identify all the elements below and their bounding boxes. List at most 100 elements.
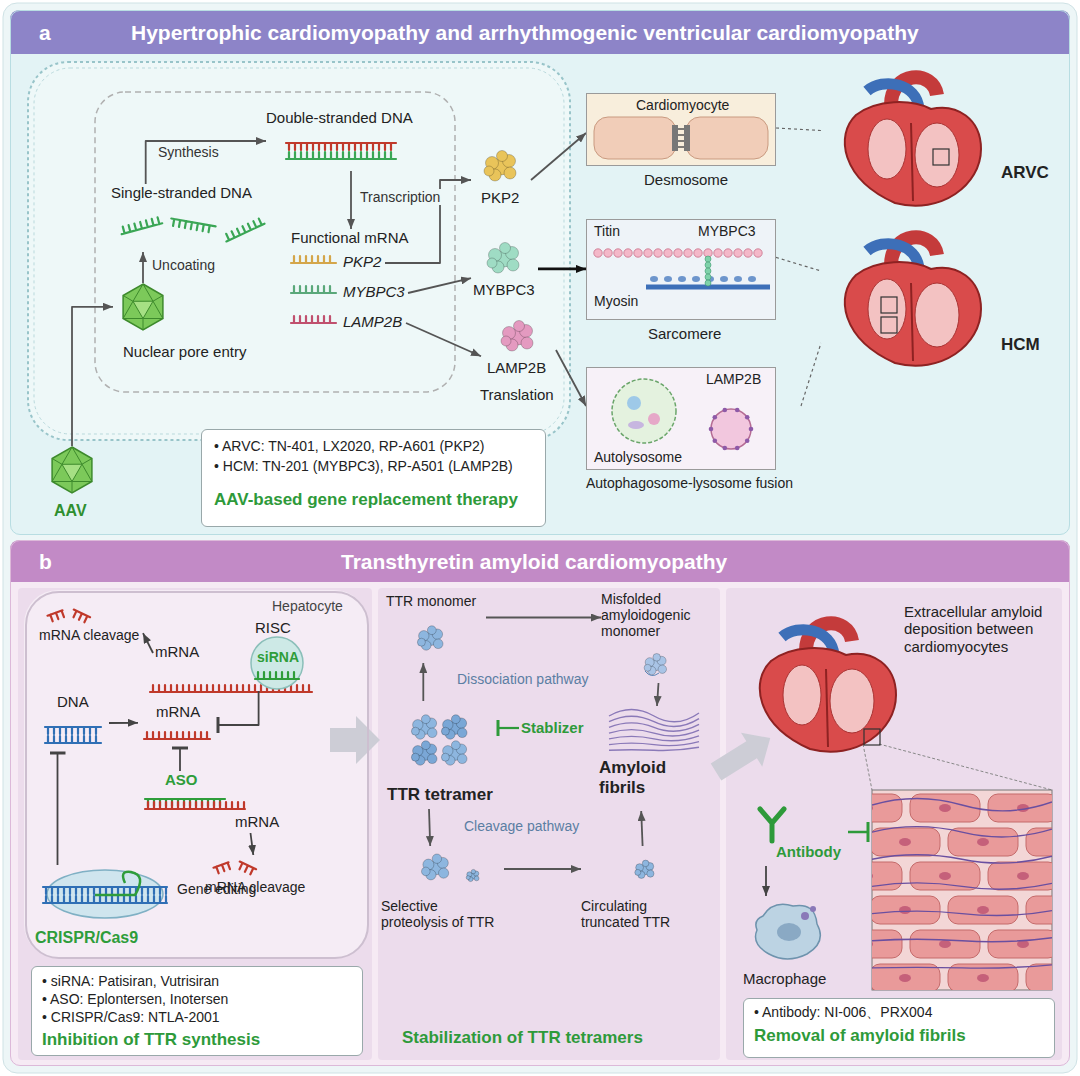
illustration-shape <box>933 149 949 165</box>
illustration-shape <box>223 217 264 241</box>
illustration-shape <box>744 249 752 257</box>
drug-label: Stablizer <box>519 717 594 739</box>
cleavage-node: mRNA cleavage <box>37 601 143 649</box>
illustration-shape <box>439 868 449 878</box>
node-text: PKP2 <box>481 189 519 206</box>
illustration-shape <box>432 854 441 863</box>
panel-b-ground <box>10 540 1070 1066</box>
cell-membrane <box>34 68 564 434</box>
illustration-shape <box>609 742 699 746</box>
dna-label: DNA <box>37 693 109 753</box>
illustration-shape <box>826 669 828 747</box>
illustration-shape <box>52 447 92 493</box>
illustration-shape <box>52 447 92 493</box>
node-text: ASO <box>165 771 198 788</box>
illustration-shape <box>872 930 902 958</box>
inhibition-connector <box>179 748 181 771</box>
illustration-shape <box>497 151 508 162</box>
illustration-shape <box>777 923 801 941</box>
arrow-connector <box>406 323 481 356</box>
flow-arrow <box>330 716 380 764</box>
illustration-shape <box>760 623 896 751</box>
node-text: mRNA <box>156 703 200 720</box>
illustration-shape <box>872 965 1052 968</box>
structure-box: CardiomyocyteDesmosome <box>586 93 776 193</box>
arrow-connector <box>142 252 144 283</box>
node-text: Selective proteolysis of TTR <box>381 898 501 930</box>
edge-label: Synthesis <box>156 144 221 160</box>
illustration-shape <box>653 654 661 662</box>
illustration-shape <box>734 276 742 282</box>
arrow-connector <box>556 350 586 406</box>
illustration-shape <box>484 166 494 176</box>
node-text: mRNA <box>235 813 279 830</box>
illustration-shape <box>734 249 742 257</box>
panel-a-ground <box>10 10 1070 535</box>
node-text: • ASO: Eplontersen, Inotersen <box>42 991 228 1007</box>
node-text: Myosin <box>594 293 638 309</box>
illustration-shape <box>501 336 511 346</box>
arrow-connector <box>251 833 254 855</box>
node-text: Stablizer <box>521 719 584 736</box>
illustration-shape <box>237 862 256 876</box>
illustration-shape <box>47 610 64 622</box>
therapy-box: • Antibody: NI-006、PRX004Removal of amyl… <box>743 998 1055 1058</box>
node-text: • siRNA: Patisiran, Vutrisiran <box>42 973 219 989</box>
heart-node: Extracellular amyloid deposition between… <box>736 589 1061 774</box>
edge-label: Transcription <box>358 189 442 205</box>
illustration-shape <box>664 276 672 282</box>
illustration-shape <box>71 610 90 624</box>
illustration-shape <box>421 741 430 750</box>
illustration-shape <box>749 427 754 432</box>
mrna-group: Functional mRNAPKP2MYBPC3LAMP2B <box>286 229 451 349</box>
hepatocyte-fill <box>24 590 368 958</box>
aso-node: ASO mRNA <box>135 771 285 833</box>
node-text: LAMP2B <box>343 313 402 330</box>
therapy-box: • siRNA: Patisiran, Vutrisiran • ASO: Epl… <box>31 966 363 1056</box>
illustration-shape <box>441 727 449 735</box>
arrow-connector <box>486 617 601 619</box>
macrophage-node: Macrophage <box>743 896 853 991</box>
node-text: Transthyretin amyloid cardiomyopathy <box>341 550 727 574</box>
node-text: AAV-based gene replacement therapy <box>214 490 518 510</box>
node-text: siRNA <box>257 649 299 665</box>
illustration-shape <box>170 219 216 234</box>
illustration-shape <box>71 610 90 624</box>
illustration-shape <box>745 415 750 420</box>
gene-name: MYBPC3 <box>341 283 408 303</box>
arrow-connector <box>429 809 430 846</box>
node-text: Macrophage <box>743 970 826 987</box>
illustration-shape <box>783 665 821 725</box>
illustration-shape <box>421 715 430 724</box>
illustration-shape <box>645 671 659 676</box>
illustration-shape <box>658 665 666 673</box>
illustration-shape <box>881 317 897 333</box>
node-text: Hepatocyte <box>272 598 343 614</box>
illustration-shape <box>845 262 981 366</box>
illustration-shape <box>45 727 101 734</box>
illustration-shape <box>692 276 700 282</box>
illustration-shape <box>644 249 652 257</box>
illustration-shape <box>451 715 460 724</box>
cardiomyocyte-cell <box>28 62 570 440</box>
node-text: • ARVC: TN-401, LX2020, RP-A601 (PKP2) <box>214 438 485 454</box>
panel: bTransthyretin amyloid cardiomyopathyHep… <box>10 540 1070 1066</box>
illustration-shape <box>872 828 940 856</box>
node-text: Cardiomyocyte <box>636 97 729 113</box>
illustration-shape <box>810 906 816 912</box>
illustration-shape <box>451 741 460 750</box>
flow-arrow <box>705 721 780 789</box>
edge-label: Uncoating <box>150 257 217 273</box>
outer-frame <box>3 3 1077 1073</box>
illustration-shape <box>724 249 732 257</box>
node-text: Autolysosome <box>594 449 682 465</box>
illustration-shape <box>594 117 676 159</box>
illustration-shape <box>609 736 699 741</box>
illustration-shape <box>678 129 684 147</box>
illustration-shape <box>609 730 699 736</box>
arrow-connector <box>538 268 586 271</box>
illustration-shape <box>915 283 959 347</box>
leader-line <box>776 257 821 271</box>
